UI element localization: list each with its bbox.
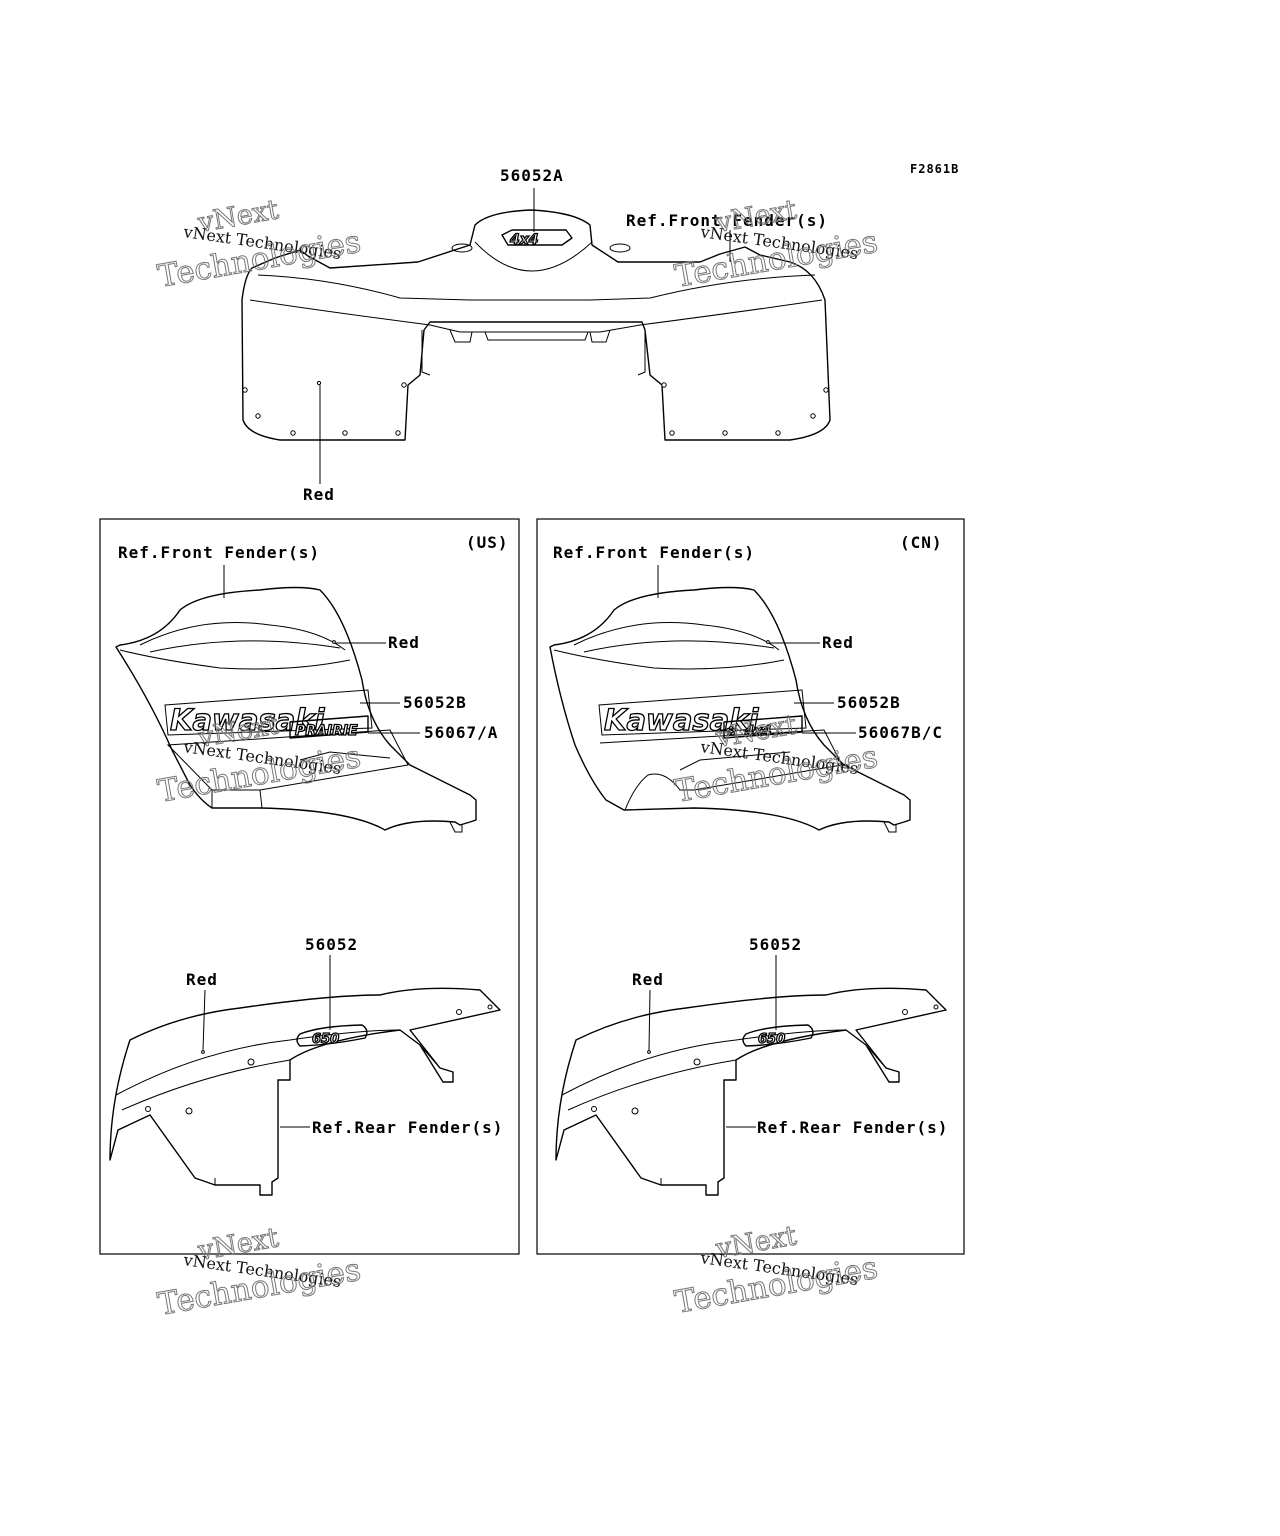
engine-decal-us: 650 (296, 1024, 368, 1048)
panel-us-part-model: 56067/A (424, 723, 498, 742)
kawasaki-decal-cn: Kawasaki (598, 689, 807, 738)
cn-front-fender-side: Kawasaki ✿ 4x4 (549, 565, 911, 833)
panel-cn-ref-rear: Ref.Rear Fender(s) (757, 1118, 948, 1137)
top-ref-label: Ref.Front Fender(s) (626, 211, 828, 230)
top-part-label: 56052A (500, 166, 564, 185)
svg-text:650: 650 (312, 1032, 339, 1047)
panel-cn-part-logo: 56052B (837, 693, 901, 712)
panel-cn-frame (536, 518, 965, 1255)
svg-text:650: 650 (758, 1032, 785, 1047)
top-color-label: Red (303, 485, 335, 504)
panel-cn-ref-front: Ref.Front Fender(s) (553, 543, 755, 562)
figure-code: F2861B (910, 162, 959, 176)
cn-rear-fender-side: 650 (555, 955, 947, 1196)
svg-text:✿: ✿ (726, 724, 736, 738)
us-front-fender-side: Kawasaki PRAIRIE (115, 565, 477, 833)
panel-us-ref-rear: Ref.Rear Fender(s) (312, 1118, 503, 1137)
panel-cn-region: (CN) (900, 533, 943, 552)
panel-us-part-logo: 56052B (403, 693, 467, 712)
mounting-holes (242, 380, 829, 436)
model-decal-cn: ✿ 4x4 (723, 715, 803, 740)
svg-text:4x4: 4x4 (744, 724, 771, 739)
four-by-four-decal: 4x4 (501, 229, 573, 249)
svg-text:Kawasaki: Kawasaki (170, 703, 326, 737)
panel-us-ref-front: Ref.Front Fender(s) (118, 543, 320, 562)
panel-cn-part-model: 56067B/C (858, 723, 943, 742)
panel-us-part-rear: 56052 (305, 935, 358, 954)
watermark-top-right: vNext vNext Technologies Technologies (672, 194, 881, 296)
front-fender-top-view: 4x4 (241, 188, 831, 484)
watermark-bottom-left: vNext vNext Technologies Technologies (155, 1222, 364, 1324)
us-rear-fender-side: 650 (109, 955, 501, 1196)
panel-us-region: (US) (466, 533, 509, 552)
engine-decal-cn: 650 (742, 1024, 814, 1048)
svg-text:Kawasaki: Kawasaki (604, 703, 760, 737)
panel-cn-color-rear: Red (632, 970, 664, 989)
panel-us-color-front: Red (388, 633, 420, 652)
panel-cn-color-front: Red (822, 633, 854, 652)
prairie-decal: PRAIRIE (289, 715, 369, 740)
svg-text:4x4: 4x4 (509, 232, 539, 248)
panel-us-frame (99, 518, 520, 1255)
panel-cn-part-rear: 56052 (749, 935, 802, 954)
panel-us-color-rear: Red (186, 970, 218, 989)
watermark-bottom-right: vNext vNext Technologies Technologies (672, 1220, 881, 1322)
watermark-top-left: vNext vNext Technologies Technologies (155, 194, 364, 296)
svg-text:PRAIRIE: PRAIRIE (295, 723, 358, 739)
kawasaki-decal-us: Kawasaki (164, 689, 373, 738)
